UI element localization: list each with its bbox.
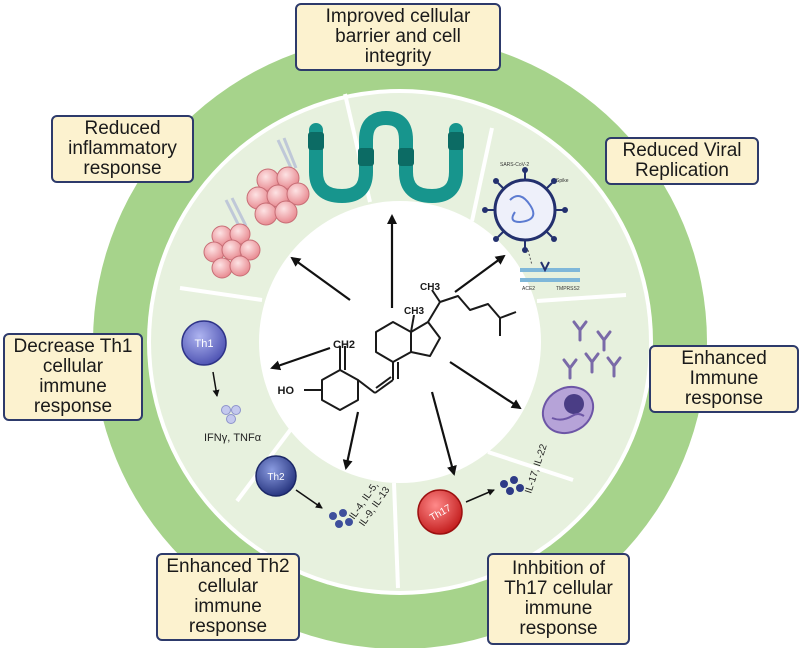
th1-cytokines: IFNγ, TNFα <box>204 432 262 444</box>
callout-th17-text: Inhbition of Th17 cellular immune respon… <box>504 558 613 639</box>
ch3-top-label: CH3 <box>420 282 440 293</box>
callout-barrier-text: Improved cellular barrier and cell integ… <box>325 6 471 67</box>
arrow-th17 <box>430 391 457 476</box>
th2-cell-label: Th2 <box>267 472 285 483</box>
th2-cell: Th2 <box>255 455 297 497</box>
th1-cell: Th1 <box>181 320 227 366</box>
receptor-label: ACE2 <box>522 286 535 292</box>
virus-label: SARS-CoV-2 <box>500 162 529 168</box>
spike-label: Spike <box>556 178 569 184</box>
ch3-mid-label: CH3 <box>404 306 424 317</box>
th1-cytokine-dots <box>221 405 241 424</box>
vitamin-d3-molecule <box>304 289 517 411</box>
th17-cell: Th17 <box>417 489 463 535</box>
alveoli-icon <box>203 137 310 279</box>
callout-th2: Enhanced Th2 cellular immune response <box>156 553 300 641</box>
arrow-th1 <box>270 346 331 371</box>
th2-cytokine-dots <box>329 509 353 528</box>
callout-inflammatory-text: Reduced inflammatory response <box>68 118 177 179</box>
callout-barrier: Improved cellular barrier and cell integ… <box>295 3 501 71</box>
th1-cell-label: Th1 <box>195 338 214 350</box>
effect-arrows <box>270 214 522 476</box>
th1-secretion-arrow <box>212 371 220 397</box>
callout-inflammatory: Reduced inflammatory response <box>51 115 194 183</box>
callout-immune: Enhanced Immune response <box>649 345 799 413</box>
ch2-label: CH2 <box>333 339 355 351</box>
callout-viral-text: Reduced Viral Replication <box>622 140 742 181</box>
center-circle <box>259 201 541 483</box>
arrow-th2 <box>342 411 360 470</box>
barrier-protein-icon <box>308 110 464 204</box>
ho-label: HO <box>278 385 295 397</box>
th17-cytokine-dots <box>500 476 524 495</box>
arrow-inflammatory <box>290 256 351 301</box>
th17-secretion-arrow <box>465 489 495 503</box>
antibody-b-cell-icon <box>541 320 622 435</box>
th2-secretion-arrow <box>295 489 323 509</box>
protease-label: TMPRSS2 <box>556 286 580 292</box>
sars-cov-2-virus-icon: SARS-CoV-2 Spike ACE2 TMPRSS2 <box>482 162 580 292</box>
callout-th17: Inhbition of Th17 cellular immune respon… <box>487 553 630 645</box>
callout-th1-text: Decrease Th1 cellular immune response <box>13 336 133 417</box>
callout-immune-text: Enhanced Immune response <box>681 348 767 409</box>
callout-th1: Decrease Th1 cellular immune response <box>3 333 143 421</box>
arrow-immune <box>449 361 522 410</box>
callout-viral: Reduced Viral Replication <box>605 137 759 185</box>
arrow-viral <box>454 254 506 293</box>
callout-th2-text: Enhanced Th2 cellular immune response <box>166 556 290 637</box>
